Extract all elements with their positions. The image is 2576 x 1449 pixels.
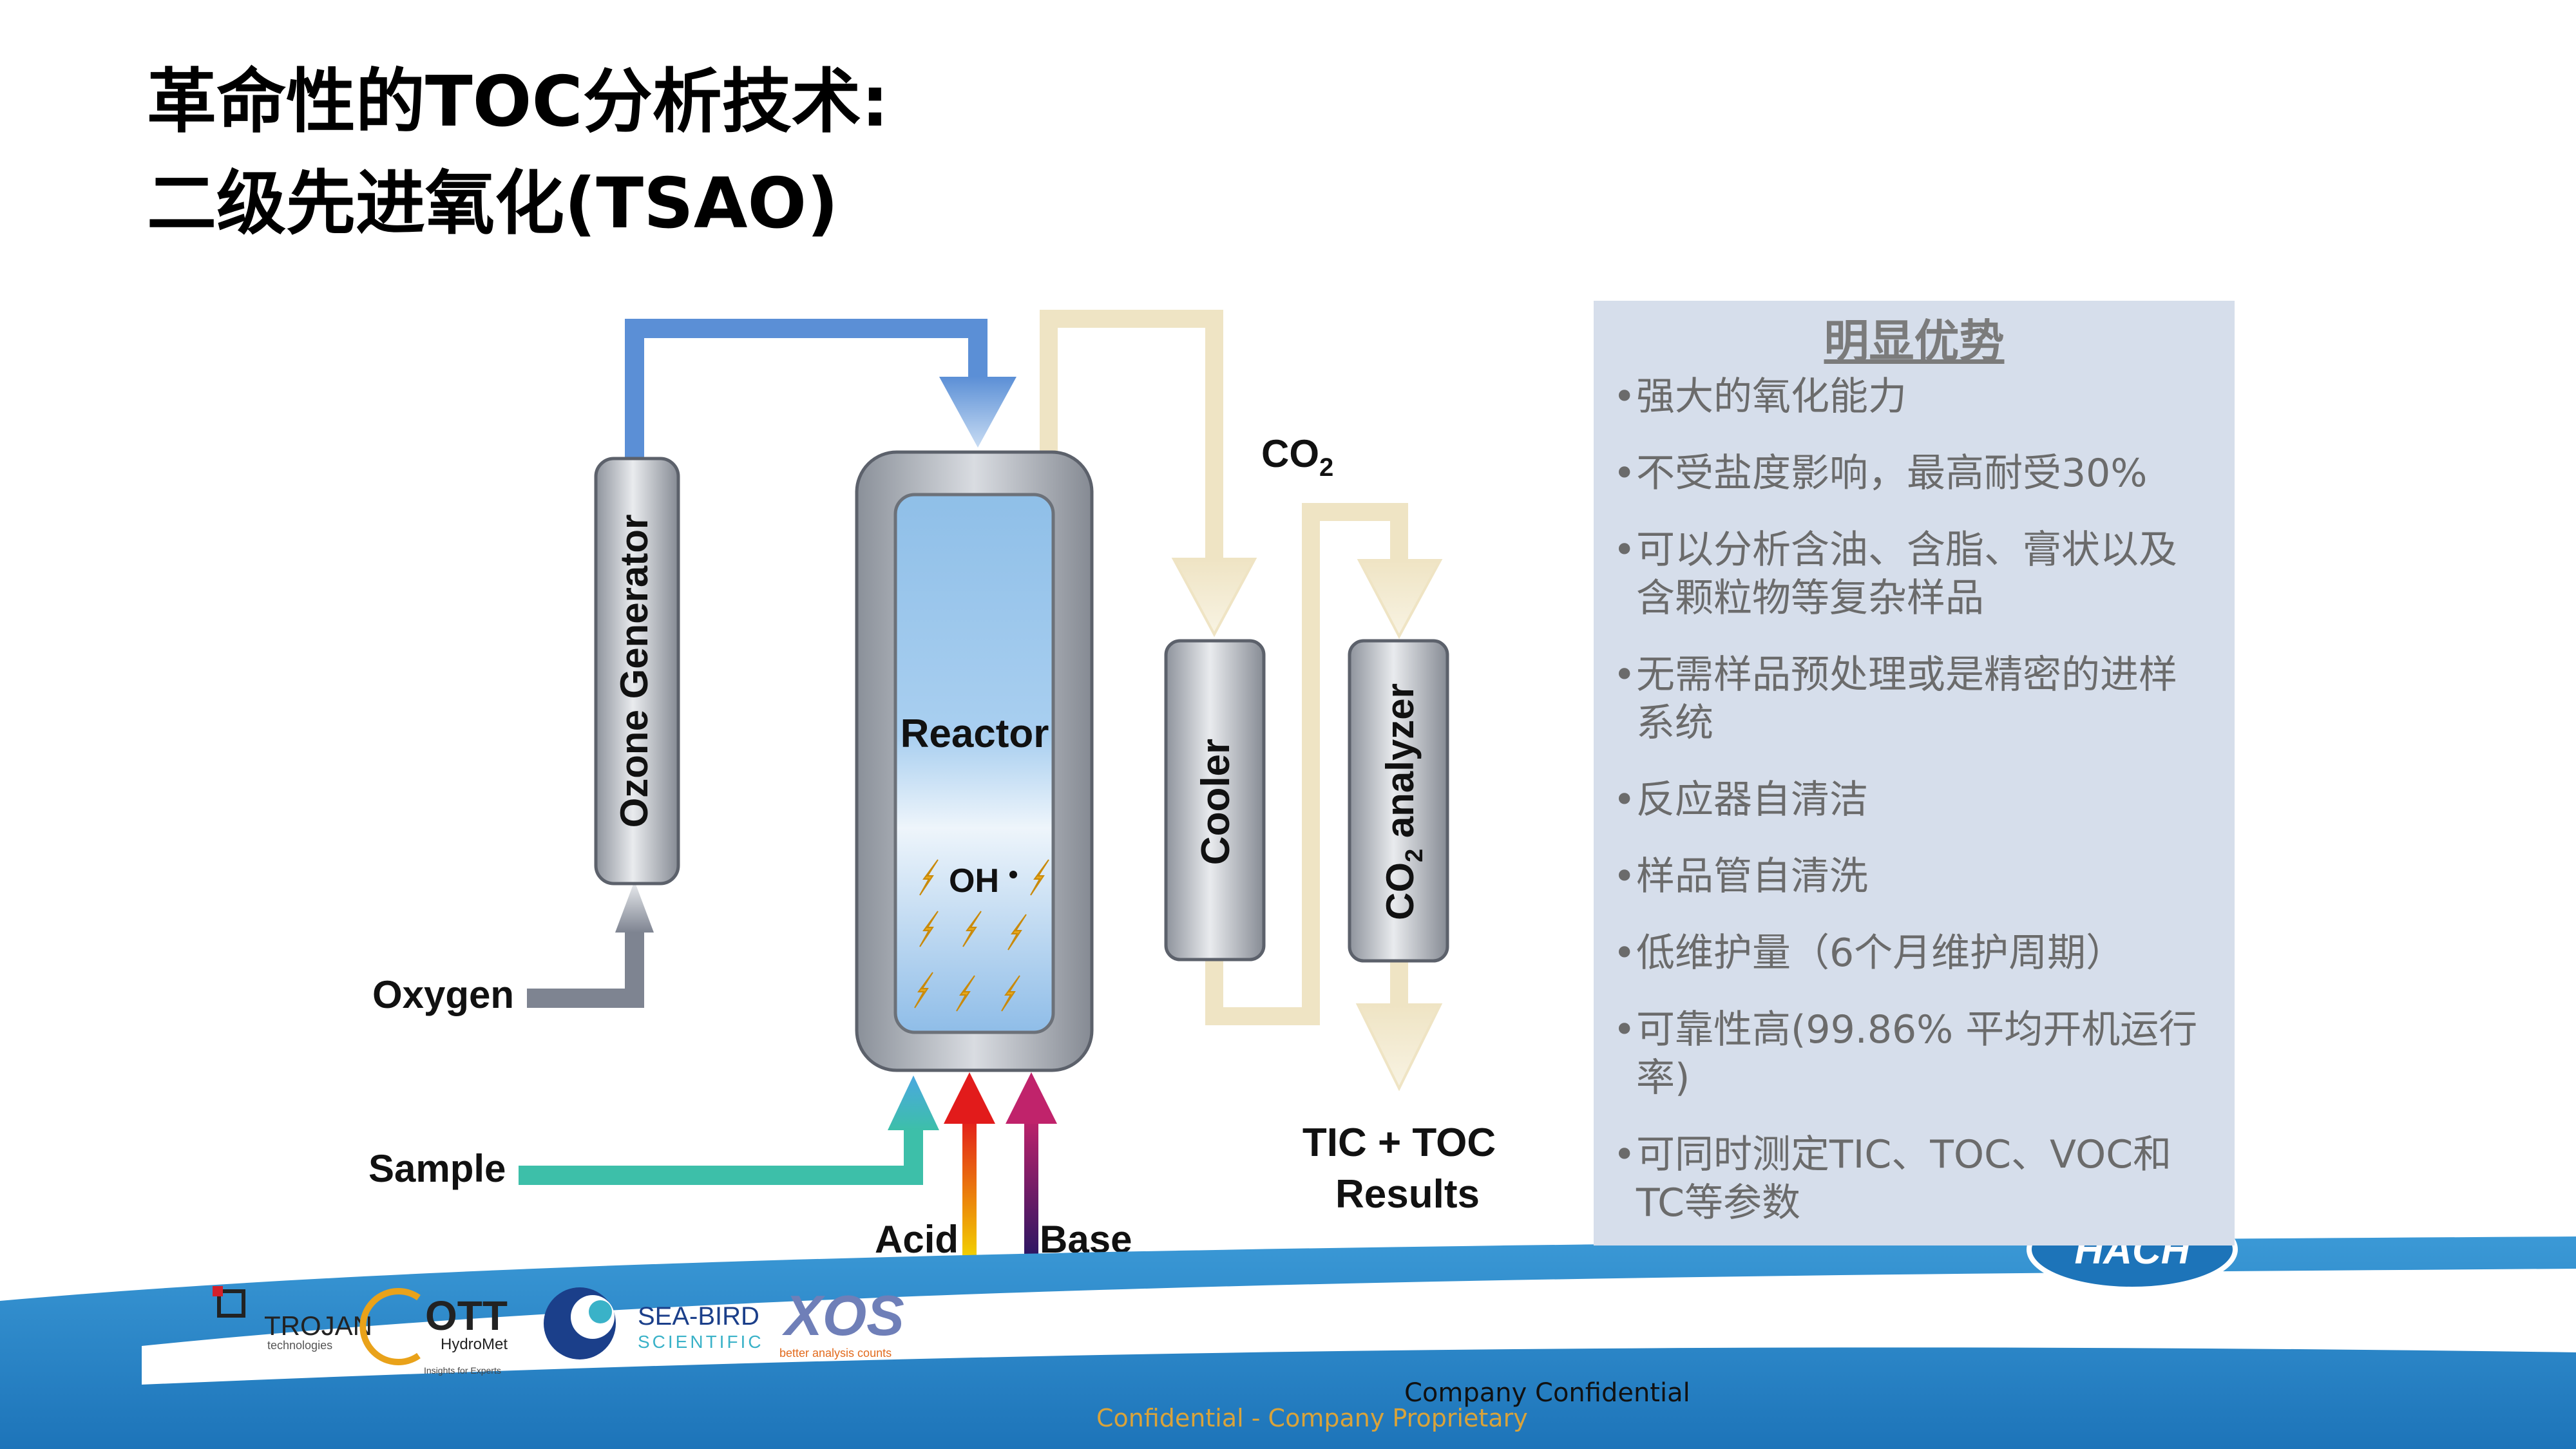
xos-logo: XOS better analysis counts [779, 1283, 904, 1359]
ott-tag: Insights for Experts [424, 1365, 501, 1376]
gas-arrow-head-cooler [1171, 558, 1257, 638]
trojan-sub: technologies [267, 1339, 332, 1352]
confidential-proprietary-text: Confidential - Company Proprietary [1096, 1404, 1528, 1432]
advantage-item: •反应器自清洁 [1613, 776, 2215, 824]
title-line-1: 革命性的TOC分析技术: [147, 62, 889, 142]
footer-wave [0, 1236, 2576, 1449]
lightning-icon [919, 911, 939, 947]
seabird-logo: SEA-BIRD SCIENTIFIC [544, 1287, 764, 1359]
gas-flow-line-to-cooler [1040, 310, 1257, 638]
bullet-icon: • [1613, 777, 1636, 822]
lightning-icon [914, 972, 933, 1009]
bullet-icon: • [1613, 931, 1636, 976]
ozone-arrow-head [939, 377, 1016, 448]
advantage-item: •无需样品预处理或是精密的进样系统 [1613, 652, 2177, 746]
oxygen-arrow-head [615, 881, 654, 933]
results-arrow-head [1355, 1003, 1443, 1092]
advantage-item: •可以分析含油、含脂、膏状以及含颗粒物等复杂样品 [1613, 527, 2177, 621]
advantage-item: •样品管自清洗 [1613, 853, 2215, 901]
results-label-line-2: Results [1335, 1172, 1480, 1217]
sample-arrow-head [888, 1075, 939, 1130]
reactor: Reactor OH [855, 450, 1094, 1072]
advantage-item: •低维护量（6个月维护周期） [1613, 929, 2215, 978]
bullet-icon: • [1613, 1132, 1636, 1177]
ott-logo: OTT HydroMet Insights for Experts [359, 1288, 508, 1376]
bullet-icon: • [1613, 1007, 1636, 1052]
co2-label: CO2 [1261, 432, 1333, 482]
seabird-sub: SCIENTIFIC [638, 1332, 764, 1352]
trojan-text: TROJAN [264, 1311, 372, 1341]
oh-radical-label: OH [949, 862, 999, 900]
advantage-item: •强大的氧化能力 [1613, 373, 2215, 421]
xos-text: XOS [781, 1283, 904, 1347]
lightning-icon [1001, 975, 1020, 1012]
lightning-icon [1030, 859, 1049, 896]
ozone-generator-label: Ozone Generator [613, 515, 656, 828]
bullet-icon: • [1613, 451, 1636, 496]
title-line-2: 二级先进氧化(TSAO) [147, 164, 839, 244]
lightning-icon [962, 911, 982, 947]
reactor-label: Reactor [901, 712, 1049, 756]
co2-analyzer: CO2 analyzer [1348, 639, 1449, 963]
bullet-icon: • [1613, 652, 1636, 697]
hach-tag: Be Right™ [2070, 1302, 2195, 1329]
advantages-list: •强大的氧化能力 •不受盐度影响，最高耐受30% •可以分析含油、含脂、膏状以及… [1613, 373, 2215, 1227]
oxygen-label: Oxygen [372, 973, 514, 1016]
lightning-icon [1007, 914, 1027, 951]
results-flow-line [1355, 961, 1443, 1092]
cooler-label: Cooler [1194, 739, 1238, 865]
sample-label: Sample [368, 1147, 506, 1190]
partner-logos: TROJAN technologies OTT HydroMet Insight… [213, 1283, 904, 1376]
cooler: Cooler [1164, 639, 1266, 961]
advantage-item: •不受盐度影响，最高耐受30% [1613, 450, 2215, 498]
gas-arrow-head-analyzer [1357, 559, 1443, 639]
advantage-item: •可靠性高(99.86% 平均开机运行率) [1613, 1007, 2198, 1101]
acid-flow-line [944, 1072, 995, 1258]
gas-flow-line-to-analyzer [1205, 503, 1443, 1025]
lightning-icons [914, 859, 1049, 1012]
radical-dot [1009, 871, 1017, 878]
acid-label: Acid [875, 1218, 959, 1261]
sample-flow-line [519, 1075, 939, 1185]
advantage-item: •可同时测定TIC、TOC、VOC和TC等参数 [1613, 1132, 2172, 1226]
base-arrow-head [1006, 1072, 1057, 1124]
bullet-icon: • [1613, 854, 1636, 899]
trojan-logo: TROJAN technologies [213, 1286, 372, 1352]
company-confidential-text: Company Confidential [1404, 1378, 1690, 1408]
advantages-panel: 明显优势 •强大的氧化能力 •不受盐度影响，最高耐受30% •可以分析含油、含脂… [1594, 301, 2235, 1245]
bullet-icon: • [1613, 527, 1636, 573]
acid-arrow-head [944, 1072, 995, 1124]
lightning-icon [956, 975, 975, 1012]
ott-sub: HydroMet [441, 1336, 508, 1353]
base-flow-line [1006, 1072, 1057, 1258]
oxygen-flow-line [527, 881, 654, 1008]
ozone-flow-line [625, 319, 1016, 460]
lightning-icon [919, 859, 939, 896]
advantages-title: 明显优势 [1824, 315, 2005, 368]
ott-text: OTT [425, 1293, 508, 1339]
ozone-generator: Ozone Generator [594, 457, 680, 886]
seabird-text: SEA-BIRD [638, 1302, 759, 1331]
results-label-line-1: TIC + TOC [1302, 1121, 1496, 1165]
slide-title: 革命性的TOC分析技术: 二级先进氧化(TSAO) [147, 52, 1113, 255]
bullet-icon: • [1613, 374, 1636, 419]
xos-tag: better analysis counts [779, 1347, 892, 1359]
co2-analyzer-label: CO2 analyzer [1379, 683, 1428, 920]
